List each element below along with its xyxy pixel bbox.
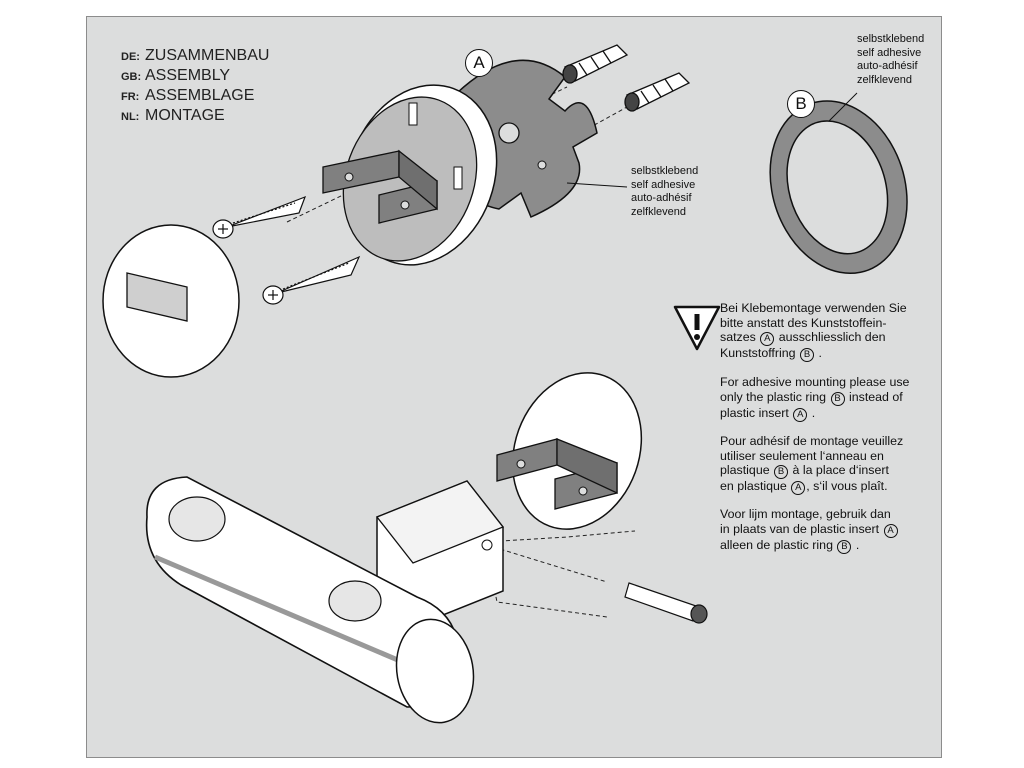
instruction-sheet: DE:ZUSAMMENBAU GB:ASSEMBLY FR:ASSEMBLAGE…: [86, 16, 942, 758]
screw-lower: [262, 255, 361, 305]
adhesive-ring-b: [769, 100, 908, 274]
note-nl: Voor lijm montage, gebruik dan in plaats…: [720, 507, 941, 554]
wall-base-lower: [496, 372, 643, 530]
wall-base-upper: [322, 84, 498, 266]
note-de: Bei Klebemontage verwenden Sie bitte ans…: [720, 301, 907, 363]
callout-leaders: [566, 92, 858, 188]
label-ring-b: B: [787, 90, 815, 118]
note-gb: For adhesive mounting please use only th…: [720, 375, 910, 422]
label-insert-a: A: [465, 49, 493, 77]
wall-plug-lower: [624, 72, 691, 112]
callout-insert: selbstklebend self adhesive auto-adhésif…: [631, 165, 699, 218]
towel-hook-body: [145, 476, 505, 724]
heading-nl: NL:MONTAGE: [121, 107, 225, 124]
callout-ring: selbstklebend self adhesive auto-adhésif…: [857, 33, 925, 86]
wall-plug-upper: [562, 44, 629, 84]
assembly-illustration: [102, 44, 908, 724]
heading-fr: FR:ASSEMBLAGE: [121, 87, 255, 104]
heading-gb: GB:ASSEMBLY: [121, 67, 231, 84]
cover-rose: [102, 224, 240, 378]
screw-upper: [212, 195, 307, 239]
heading-de: DE:ZUSAMMENBAU: [121, 47, 270, 64]
note-fr: Pour adhésif de montage veuillez utilise…: [720, 434, 904, 496]
grub-screw: [624, 582, 708, 624]
warning-triangle-icon: [673, 305, 721, 351]
